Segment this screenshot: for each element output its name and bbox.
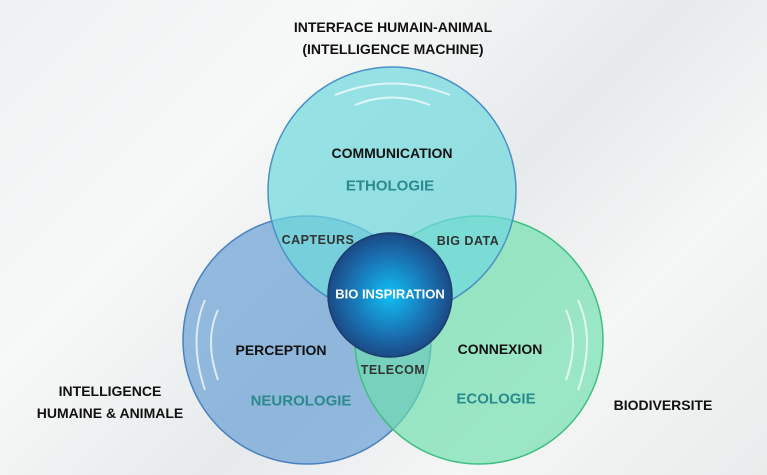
ecologie-subtitle: ECOLOGIE — [456, 390, 536, 408]
outer-label-right: BIODIVERSITE — [613, 397, 713, 413]
bio-inspiration-label: BIO INSPIRATION — [335, 286, 445, 302]
big-data-label: BIG DATA — [436, 234, 500, 248]
outer-label-top-line1: INTERFACE HUMAIN-ANIMAL — [293, 19, 493, 35]
outer-label-top-line2: (INTELLIGENCE MACHINE) — [302, 41, 484, 57]
highlight-arc — [577, 299, 588, 391]
center-sphere — [327, 232, 453, 358]
capteurs-label: CAPTEURS — [281, 233, 355, 247]
ethologie-subtitle: ETHOLOGIE — [345, 177, 435, 195]
outer-label-left-line2: HUMAINE & ANIMALE — [36, 405, 184, 421]
highlight-arc — [334, 82, 451, 96]
connexion-title: CONNEXION — [457, 341, 543, 357]
highlight-arc — [195, 299, 206, 391]
telecom-label: TELECOM — [360, 363, 426, 377]
outer-label-left-line1: INTELLIGENCE — [58, 383, 162, 399]
outer-label-top: INTERFACE HUMAIN-ANIMAL (INTELLIGENCE MA… — [294, 16, 492, 60]
outer-label-left: INTELLIGENCE HUMAINE & ANIMALE — [37, 380, 183, 424]
highlight-arc — [354, 96, 431, 106]
highlight-arc — [210, 309, 219, 381]
perception-title: PERCEPTION — [235, 342, 327, 358]
highlight-arc — [565, 309, 574, 381]
neurologie-subtitle: NEUROLOGIE — [250, 392, 352, 410]
communication-title: COMMUNICATION — [331, 145, 453, 161]
